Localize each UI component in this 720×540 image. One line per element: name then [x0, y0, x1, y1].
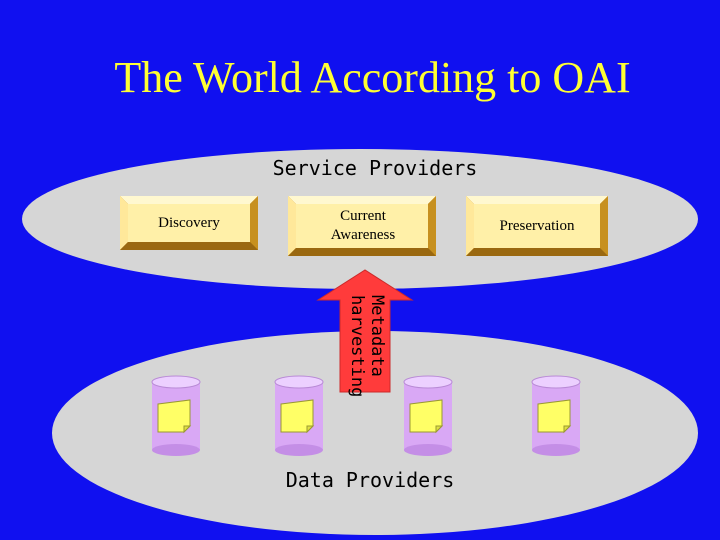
page-title: The World According to OAI [114, 53, 631, 102]
repository-2 [274, 375, 324, 456]
repository-1 [151, 375, 201, 456]
metadata-harvesting-label: Metadata harvesting [347, 295, 387, 398]
current-awareness-box [288, 196, 436, 256]
discovery-label: Discovery [158, 214, 220, 231]
preservation-box [466, 196, 608, 256]
preservation-label: Preservation [499, 217, 575, 234]
harvest-arrow [316, 269, 414, 393]
discovery-box [120, 196, 258, 250]
repository-4 [531, 375, 581, 456]
data-providers-label: Data Providers [285, 468, 455, 492]
current-awareness-label: Current Awareness [330, 208, 396, 243]
service-providers-label: Service Providers [272, 156, 478, 180]
repository-3 [403, 375, 453, 456]
